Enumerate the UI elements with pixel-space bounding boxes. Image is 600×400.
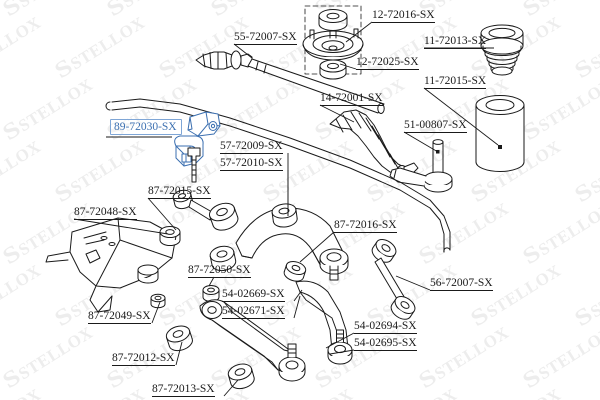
part-label-87-72013-sx[interactable]: 87-72013-SX bbox=[152, 383, 215, 397]
part-label-54-02671-sx[interactable]: 54-02671-SX bbox=[222, 305, 285, 319]
part-label-11-72015-sx[interactable]: 11-72015-SX bbox=[424, 75, 487, 89]
part-label-87-72049-sx[interactable]: 87-72049-SX bbox=[88, 310, 151, 324]
part-label-89-72030-sx[interactable]: 89-72030-SX bbox=[110, 119, 182, 135]
part-label-12-72016-sx[interactable]: 12-72016-SX bbox=[372, 9, 435, 23]
part-label-87-72048-sx[interactable]: 87-72048-SX bbox=[74, 206, 137, 220]
part-label-87-72050-sx[interactable]: 87-72050-SX bbox=[188, 264, 251, 278]
part-label-51-00807-sx[interactable]: 51-00807-SX bbox=[404, 119, 467, 133]
part-label-12-72025-sx[interactable]: 12-72025-SX bbox=[356, 56, 419, 70]
part-label-57-72010-sx[interactable]: 57-72010-SX bbox=[220, 157, 283, 171]
part-label-55-72007-sx[interactable]: 55-72007-SX bbox=[234, 31, 297, 45]
part-label-54-02695-sx[interactable]: 54-02695-SX bbox=[354, 337, 417, 351]
part-label-56-72007-sx[interactable]: 56-72007-SX bbox=[430, 277, 493, 291]
part-label-87-72015-sx[interactable]: 87-72015-SX bbox=[148, 185, 211, 199]
part-label-87-72016-sx[interactable]: 87-72016-SX bbox=[334, 219, 397, 233]
part-label-57-72009-sx[interactable]: 57-72009-SX bbox=[220, 140, 283, 154]
part-label-11-72013-sx[interactable]: 11-72013-SX bbox=[424, 35, 487, 49]
part-label-54-02694-sx[interactable]: 54-02694-SX bbox=[354, 320, 417, 334]
part-label-14-72001-sx[interactable]: 14-72001-SX bbox=[320, 92, 383, 106]
part-label-87-72012-sx[interactable]: 87-72012-SX bbox=[112, 352, 175, 366]
part-label-54-02669-sx[interactable]: 54-02669-SX bbox=[222, 288, 285, 302]
